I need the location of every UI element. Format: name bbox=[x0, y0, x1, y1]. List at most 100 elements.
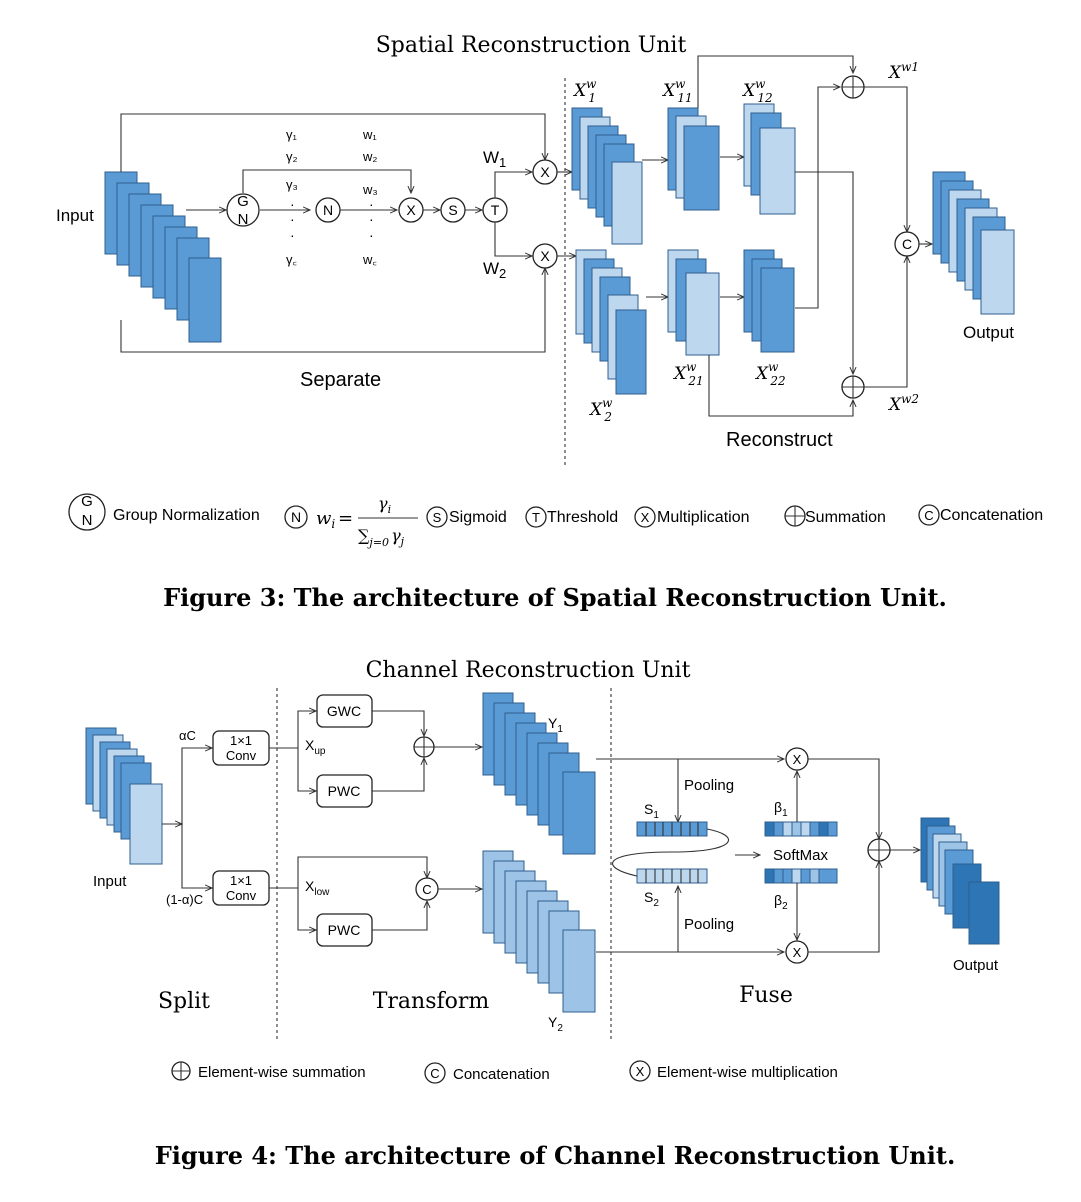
svg-text:Conv: Conv bbox=[226, 748, 257, 763]
fig3-title: Spatial Reconstruction Unit bbox=[376, 33, 687, 58]
fig4-s2-bar bbox=[636, 868, 708, 884]
svg-text:S: S bbox=[448, 202, 457, 218]
fig3-x22w-stack bbox=[743, 249, 795, 353]
fig4-y1-label: Y1 bbox=[548, 715, 563, 735]
legend-concat-icon bbox=[918, 504, 940, 526]
fig3-separate-label: Separate bbox=[300, 369, 381, 391]
svg-text:G: G bbox=[81, 493, 93, 510]
fig3-gamma-c: γ꜀ bbox=[286, 252, 297, 267]
svg-text:N: N bbox=[291, 509, 301, 525]
fig4-split-label: Split bbox=[158, 989, 210, 1014]
svg-text:1×1: 1×1 bbox=[230, 733, 252, 748]
fig4-pooling-top: Pooling bbox=[684, 777, 734, 794]
fig4-pooling-bottom: Pooling bbox=[684, 916, 734, 933]
svg-text:X: X bbox=[540, 248, 550, 264]
legend-gn-icon bbox=[68, 493, 106, 531]
fig4-s2-label: S2 bbox=[644, 889, 659, 909]
fig3-w1-path bbox=[494, 172, 532, 198]
fig3-bottom-bypass bbox=[120, 268, 545, 353]
svg-text:1×1: 1×1 bbox=[230, 873, 252, 888]
fig4-transform-label: Transform bbox=[373, 989, 490, 1014]
svg-text:·: · bbox=[369, 227, 374, 243]
fig3-x11w-stack bbox=[667, 107, 720, 211]
fig3-x22-to-sum1 bbox=[795, 87, 840, 309]
svg-text:C: C bbox=[430, 1066, 439, 1081]
fig4-x-up: Xup bbox=[305, 737, 326, 757]
svg-text:C: C bbox=[422, 882, 431, 897]
fig3-w-3: w₃ bbox=[362, 182, 378, 197]
legend-sigmoid-text: Sigmoid bbox=[449, 509, 507, 526]
fig4-beta2-bar bbox=[764, 868, 838, 884]
svg-text:GWC: GWC bbox=[327, 703, 361, 719]
svg-text:·: · bbox=[369, 196, 374, 212]
fig3-gamma-3: γ₃ bbox=[286, 177, 298, 192]
fig3-gamma-1: γ₁ bbox=[286, 127, 298, 142]
fig3-w2-path bbox=[494, 222, 532, 256]
svg-text:PWC: PWC bbox=[328, 783, 361, 799]
svg-text:·: · bbox=[290, 211, 295, 227]
fig3-input-label: Input bbox=[56, 206, 94, 225]
legend-sum-icon bbox=[784, 505, 806, 527]
fig3-spatial-reconstruction-unit: Spatial Reconstruction Unit Input G N γ₁… bbox=[56, 33, 1043, 612]
fig3-gamma-2: γ₂ bbox=[286, 149, 298, 164]
fig4-input-label: Input bbox=[93, 873, 127, 890]
fig3-caption: Figure 3: The architecture of Spatial Re… bbox=[163, 583, 947, 612]
fig4-softmax-label: SoftMax bbox=[773, 847, 829, 864]
fig4-channel-reconstruction-unit: Channel Reconstruction Unit Input αC (1-… bbox=[85, 658, 1000, 1170]
svg-text:·: · bbox=[369, 211, 374, 227]
fig4-fuse-label: Fuse bbox=[739, 983, 793, 1008]
svg-text:T: T bbox=[491, 202, 500, 218]
fig3-output-stack bbox=[932, 171, 1015, 315]
fig3-x2w-stack bbox=[575, 249, 647, 395]
legend4-sum-icon bbox=[171, 1061, 191, 1081]
legend-norm-icon bbox=[284, 505, 308, 529]
fig3-sum-op-1 bbox=[841, 75, 865, 99]
fig3-sum2-to-concat bbox=[864, 256, 907, 388]
fig4-alpha-c: αC bbox=[179, 728, 196, 743]
fig3-gamma-branch bbox=[242, 169, 411, 193]
legend-sigmoid-icon bbox=[426, 506, 448, 528]
svg-text:·: · bbox=[290, 196, 295, 212]
svg-text:X: X bbox=[636, 1064, 645, 1079]
svg-text:X: X bbox=[540, 164, 550, 180]
legend4-sum-text: Element-wise summation bbox=[198, 1064, 366, 1081]
fig3-x12w-stack bbox=[743, 103, 796, 215]
fig4-y2-stack bbox=[482, 850, 596, 1013]
legend4-mult-text: Element-wise multiplication bbox=[657, 1064, 838, 1081]
fig4-split-bottom bbox=[181, 824, 212, 888]
fig4-x-low: Xlow bbox=[305, 878, 330, 898]
legend-gn-text: Group Normalization bbox=[113, 507, 260, 524]
legend4-mult-icon bbox=[629, 1060, 651, 1082]
svg-text:T: T bbox=[532, 510, 540, 525]
svg-text:N: N bbox=[323, 202, 333, 218]
fig4-y1-stack bbox=[482, 692, 596, 855]
fig4-beta2-label: β2 bbox=[774, 892, 788, 912]
fig3-reconstruct-label: Reconstruct bbox=[726, 429, 833, 451]
svg-text:Conv: Conv bbox=[226, 888, 257, 903]
fig3-sum-op-2 bbox=[841, 375, 865, 399]
fig4-beta1-label: β1 bbox=[774, 799, 788, 819]
fig4-split-top bbox=[181, 748, 212, 824]
fig4-beta1-bar bbox=[764, 821, 838, 837]
legend-mult-icon bbox=[634, 506, 656, 528]
fig3-output-label: Output bbox=[963, 323, 1014, 342]
fig3-x12-to-sum2 bbox=[795, 171, 853, 374]
svg-text:G: G bbox=[237, 193, 249, 210]
fig4-sum-op-final bbox=[867, 838, 891, 862]
svg-text:X: X bbox=[793, 752, 802, 767]
fig3-sum1-to-concat bbox=[864, 86, 907, 232]
legend4-concat-text: Concatenation bbox=[453, 1066, 550, 1083]
fig3-x21-to-sum2 bbox=[708, 355, 853, 417]
fig4-input-stack bbox=[85, 727, 163, 865]
fig4-s-connector bbox=[612, 828, 729, 877]
fig3-w1-label: W1 bbox=[483, 148, 506, 170]
svg-text:=: = bbox=[338, 508, 353, 529]
fig4-s1-bar bbox=[636, 821, 708, 837]
